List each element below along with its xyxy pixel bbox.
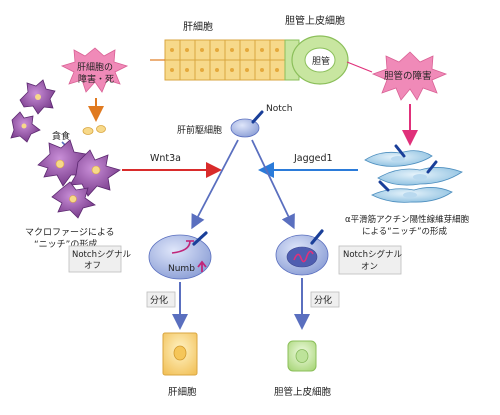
- label-differentiation-right: 分化: [314, 294, 332, 306]
- label-hepatocyte-top: 肝細胞: [183, 20, 213, 33]
- myofibroblast-niche: [364, 144, 463, 203]
- label-progenitor: 肝前駆細胞: [177, 124, 222, 136]
- numb-up-arrow: [197, 260, 207, 272]
- label-notch: Notch: [266, 104, 292, 114]
- label-hepatocyte-bottom: 肝細胞: [168, 386, 197, 398]
- label-differentiation-left: 分化: [150, 294, 168, 306]
- label-hepatocyte-injury-line1: 肝細胞の: [77, 61, 113, 73]
- label-jagged1: Jagged1: [293, 153, 333, 164]
- label-bile-duct: 胆管: [312, 55, 330, 67]
- biliary-epithelial-final: [287, 340, 317, 372]
- label-biliary-epithelial-bottom: 胆管上皮細胞: [274, 386, 332, 398]
- cell-debris: [82, 125, 106, 135]
- label-phagocytosis: 貪食: [52, 130, 70, 142]
- hepatocyte-injury-burst: 肝細胞の 障害・死: [60, 47, 129, 93]
- notch-off-box: [68, 245, 122, 273]
- notch-on-nucleus: [286, 246, 318, 268]
- notch-on-box: [338, 245, 402, 275]
- label-numb: Numb: [168, 264, 195, 274]
- hepatocyte-plate: [150, 39, 286, 81]
- label-notch-on-line2: オン: [361, 262, 378, 272]
- label-wnt3a: Wnt3a: [150, 153, 181, 164]
- arrow-to-notch-on: [251, 139, 295, 230]
- label-notch-off-line2: オフ: [84, 261, 101, 271]
- bile-duct-injury-burst: 胆管の障害: [371, 51, 448, 101]
- label-myofibroblast-line1: α平滑筋アクチン陽性線維芽細胞: [345, 214, 470, 225]
- label-hepatocyte-injury-line2: 障害・死: [78, 73, 114, 85]
- hepatocyte-final: [162, 332, 198, 376]
- arrow-to-notch-off: [191, 139, 239, 230]
- label-notch-on-line1: Notchシグナル: [343, 249, 402, 260]
- macrophage-cluster-small: [10, 79, 56, 143]
- label-bile-duct-injury: 胆管の障害: [384, 70, 432, 82]
- nicd-signal: [293, 250, 314, 263]
- jagged1-ligands: [378, 144, 438, 192]
- notch-on-cell: [275, 229, 329, 276]
- differentiation-left-box: [146, 291, 176, 308]
- label-notch-off-line1: Notchシグナル: [72, 249, 131, 260]
- notch-receptor-on: [310, 229, 324, 245]
- numb-inhibition: [171, 240, 191, 254]
- label-macrophage-niche-line1: マクロファージによる: [25, 227, 115, 238]
- progenitor-cell: [230, 110, 264, 138]
- label-biliary-epithelial-top: 胆管上皮細胞: [285, 14, 345, 27]
- differentiation-right-box: [310, 291, 340, 308]
- macrophage-niche: [37, 139, 121, 219]
- notch-receptor-off: [192, 231, 208, 246]
- label-myofibroblast-line2: による“ニッチ”の形成: [362, 226, 448, 237]
- notch-off-cell: [148, 231, 212, 280]
- bile-duct: [284, 35, 373, 85]
- notch-receptor: [251, 110, 264, 124]
